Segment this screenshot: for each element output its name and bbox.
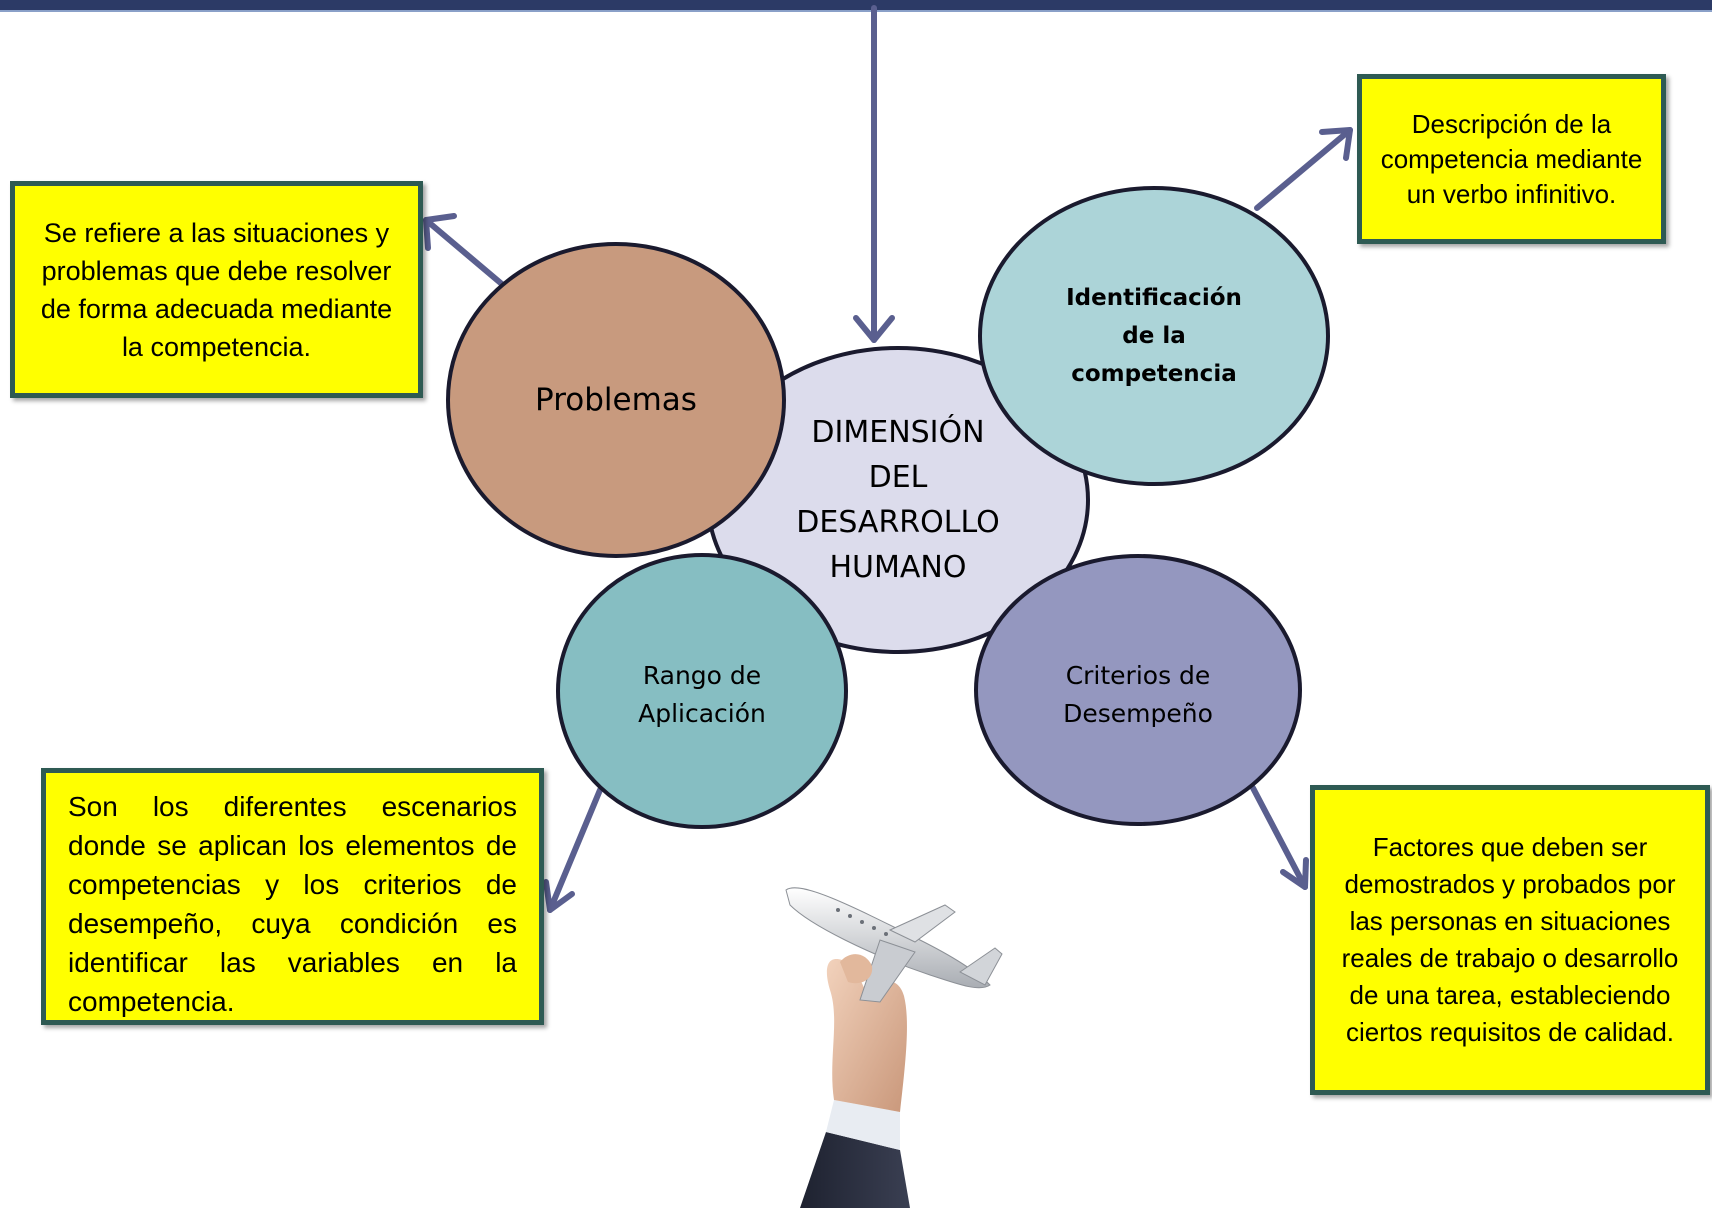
identificacion-label-text: Identificación de la competencia xyxy=(1066,285,1242,387)
identificacion-label: Identificación de la competencia xyxy=(1054,276,1254,396)
identificacion-description-box: Descripción de la competencia mediante u… xyxy=(1357,74,1666,244)
identificacion-description-text: Descripción de la competencia mediante u… xyxy=(1380,108,1643,209)
hand-holding-airplane-icon xyxy=(785,887,1003,1208)
problemas-description-text: Se refiere a las situaciones y problemas… xyxy=(40,217,393,362)
center-label-text: DIMENSIÓN DEL DESARROLLO HUMANO xyxy=(796,415,1000,585)
rango-description-box: Son los diferentes escenarios donde se a… xyxy=(41,768,544,1025)
center-label: DIMENSIÓN DEL DESARROLLO HUMANO xyxy=(788,410,1008,590)
rango-circle xyxy=(556,553,848,829)
top-banner-line xyxy=(0,10,1712,12)
top-banner-bar xyxy=(0,0,1712,10)
arrow-rango-to-box xyxy=(543,787,603,913)
identificacion-circle xyxy=(978,186,1330,486)
criterios-description-text: Factores que deben ser demostrados y pro… xyxy=(1341,832,1679,1047)
criterios-description-box: Factores que deben ser demostrados y pro… xyxy=(1310,785,1710,1095)
problemas-description-box: Se refiere a las situaciones y problemas… xyxy=(10,181,423,398)
problemas-label: Problemas xyxy=(516,375,716,425)
arrow-identificacion-to-box xyxy=(1254,127,1353,211)
rango-description-text: Son los diferentes escenarios donde se a… xyxy=(68,791,517,1017)
arrow-problemas-to-box xyxy=(423,213,506,288)
criterios-label-text: Criterios de Desempeño xyxy=(1063,661,1213,728)
criterios-circle xyxy=(974,554,1302,826)
problemas-label-text: Problemas xyxy=(535,382,697,418)
criterios-label: Criterios de Desempeño xyxy=(1038,655,1238,735)
rango-label: Rango de Aplicación xyxy=(612,655,792,735)
problemas-circle xyxy=(446,242,786,558)
arrow-top-to-center xyxy=(853,5,895,343)
rango-label-text: Rango de Aplicación xyxy=(638,661,766,728)
arrow-criterios-to-box xyxy=(1250,785,1309,890)
